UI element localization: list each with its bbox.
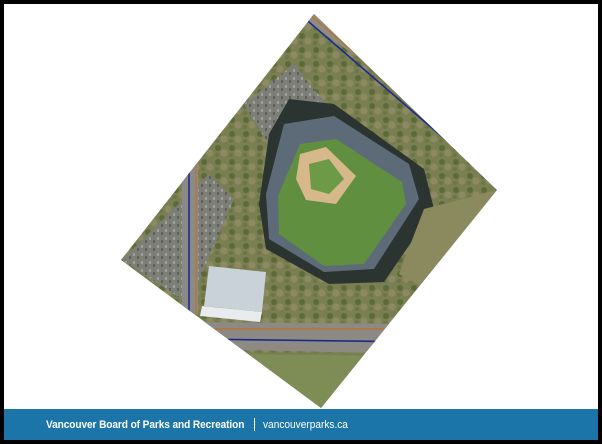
- parcel-photo-group: [121, 14, 497, 408]
- footer-org-name: Vancouver Board of Parks and Recreation: [46, 418, 245, 431]
- footer-url[interactable]: vancouverparks.ca: [262, 418, 348, 431]
- footer-separator: [253, 418, 255, 431]
- slide: Vancouver Board of Parks and Recreation …: [4, 4, 598, 440]
- building-edge: [200, 306, 262, 322]
- building-roof: [204, 266, 266, 312]
- lower-ground: [204, 354, 424, 408]
- east-lawn: [399, 190, 497, 294]
- stadium-aerial-photo: [121, 14, 497, 408]
- road-south: [194, 322, 424, 354]
- parking-lot-west: [122, 174, 234, 304]
- infield-grass: [309, 159, 344, 194]
- footer-bar: Vancouver Board of Parks and Recreation …: [4, 409, 598, 440]
- road-west: [182, 164, 198, 314]
